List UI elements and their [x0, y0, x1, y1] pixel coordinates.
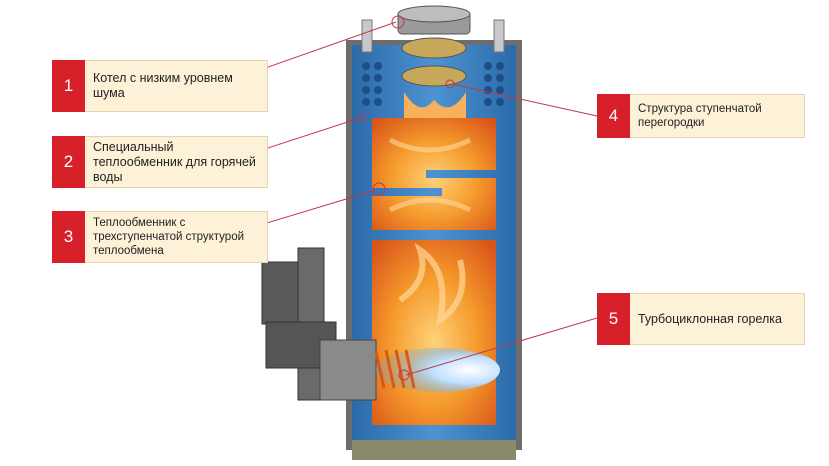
callout-label: Турбоциклонная горелка	[630, 293, 805, 345]
callout-number: 2	[52, 136, 85, 188]
callout-5: 5 Турбоциклонная горелка	[597, 293, 805, 345]
callout-label: Котел с низким уровнем шума	[85, 60, 268, 112]
callout-number: 5	[597, 293, 630, 345]
flame-chamber	[372, 92, 496, 425]
callout-2: 2 Специальный теплообменник для горячей …	[52, 136, 268, 188]
burner	[261, 247, 500, 401]
callout-1: 1 Котел с низким уровнем шума	[52, 60, 268, 112]
callout-number: 1	[52, 60, 85, 112]
callout-label: Специальный теплообменник для горячей во…	[85, 136, 268, 188]
callout-4: 4 Структура ступенчатой перегородки	[597, 94, 805, 138]
callout-number: 4	[597, 94, 630, 138]
callout-number: 3	[52, 211, 85, 263]
chimney	[361, 5, 505, 87]
callout-3: 3 Теплообменник с трехступенчатой структ…	[52, 211, 268, 263]
water-holes	[362, 62, 504, 106]
callout-label: Структура ступенчатой перегородки	[630, 94, 805, 138]
callout-label: Теплообменник с трехступенчатой структур…	[85, 211, 268, 263]
